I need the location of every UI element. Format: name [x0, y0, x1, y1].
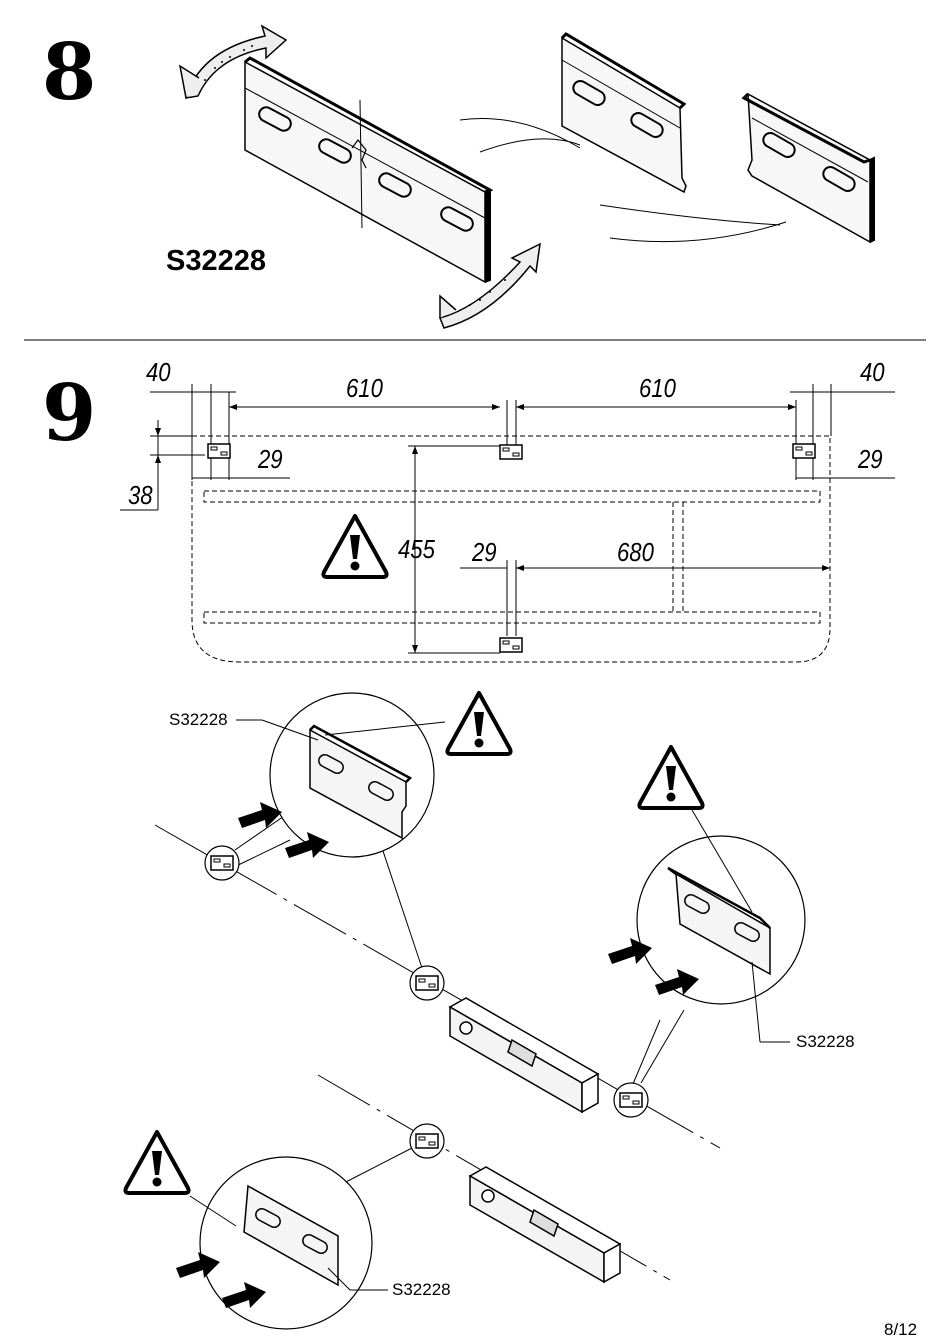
- warning-triangle-icon-right: [637, 745, 705, 810]
- dimension-arrowheads: [155, 404, 830, 653]
- callout-part-code-right: S32228: [796, 1032, 855, 1051]
- dim-span-bottom: 680: [617, 537, 654, 567]
- detail-circle-right: [608, 835, 806, 1005]
- wall-bracket-marker-circles: [204, 845, 649, 1159]
- rail-assembly-drawing: [244, 56, 494, 284]
- warning-triangle-icon-top: [445, 691, 513, 756]
- rail-part-right: [741, 92, 875, 244]
- dim-height: 455: [398, 534, 435, 564]
- part-code-step8: S32228: [166, 245, 266, 277]
- rail-part-left: [560, 32, 687, 194]
- rotate-arrow-icon-bottom: [438, 242, 541, 329]
- wave-lines: [459, 118, 787, 243]
- detail-circle-bottom: [176, 1156, 373, 1330]
- detail-circle-top-left: [238, 692, 435, 858]
- dim-offset-right: 29: [858, 444, 883, 474]
- leader-lines: [189, 719, 790, 1291]
- bracket-markers-diagram: [207, 443, 816, 653]
- callout-part-code-top: S32228: [169, 710, 228, 729]
- dim-top-offset: 38: [128, 480, 153, 510]
- dimension-lines: [120, 384, 895, 654]
- dim-span-left: 610: [346, 373, 383, 403]
- step-number-9: 9: [42, 368, 96, 459]
- page-number: 8/12: [884, 1320, 918, 1339]
- spirit-level-icon-upper: [448, 997, 600, 1114]
- step-number-8: 8: [42, 27, 96, 118]
- warning-triangle-icon-bottom: [123, 1130, 191, 1195]
- dim-offset-bottom: 29: [472, 537, 497, 567]
- callout-part-code-bottom: S32228: [392, 1280, 451, 1299]
- dim-offset-left: 29: [258, 444, 283, 474]
- dim-right-edge: 40: [860, 357, 885, 387]
- dim-left-edge: 40: [146, 357, 171, 387]
- warning-triangle-icon-diagram: [321, 514, 389, 579]
- spirit-level-icon-lower: [468, 1166, 622, 1284]
- rotate-arrow-icon-top: [178, 24, 288, 99]
- dim-span-right: 610: [639, 373, 676, 403]
- cabinet-outline: [191, 435, 831, 663]
